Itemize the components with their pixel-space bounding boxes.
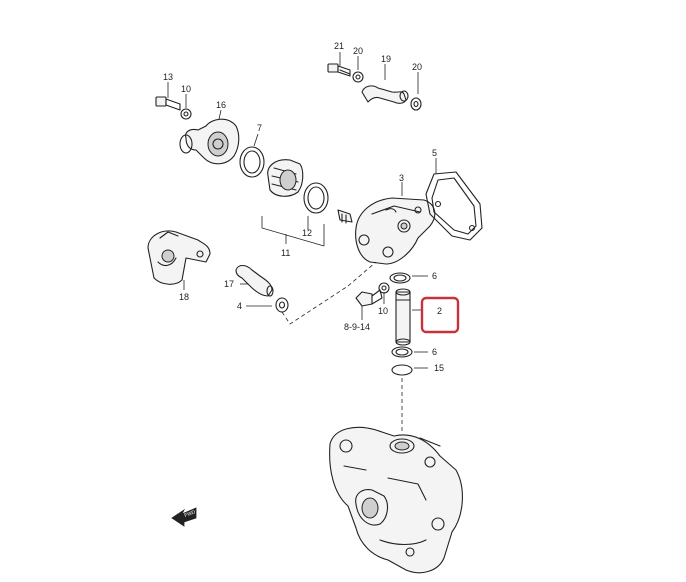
seal-6a [389, 272, 428, 284]
bolt-21 [327, 52, 351, 77]
washer-20b [410, 72, 422, 111]
callout-12: 12 [302, 228, 312, 238]
callout-18: 18 [179, 292, 189, 302]
water-pump-body [329, 426, 463, 574]
callout-8-9-14: 8-9-14 [344, 322, 370, 332]
callout-17: 17 [224, 279, 234, 289]
callout-6-upper: 6 [432, 271, 437, 281]
washer-20a [352, 56, 364, 83]
o-ring-15 [391, 364, 428, 376]
bracket-11-12 [261, 216, 325, 247]
callout-11: 11 [281, 248, 290, 258]
washer-4 [246, 297, 289, 313]
front-direction-arrow-icon: FWD [171, 507, 197, 527]
fwd-label: FWD [184, 509, 197, 519]
callout-6-lower: 6 [432, 347, 437, 357]
bolt-13 [155, 82, 181, 111]
water-pipe-2 [395, 288, 422, 346]
washer-10a [180, 94, 192, 120]
callout-2: 2 [437, 306, 442, 316]
cover-gasket-5 [425, 158, 483, 241]
hose-19 [361, 64, 409, 104]
thermostat-cap-16 [179, 109, 240, 165]
gasket-7 [239, 133, 265, 178]
thermostat-element [267, 159, 304, 197]
callout-20-top-right: 20 [412, 62, 422, 72]
callout-15: 15 [434, 363, 444, 373]
washer-10b [378, 282, 390, 304]
seal-6b [391, 346, 428, 358]
water-outlet-housing-3 [355, 182, 436, 265]
callout-10-top: 10 [181, 84, 191, 94]
highlight-box-part-2 [420, 296, 460, 334]
o-ring-12 [303, 182, 329, 214]
callout-5: 5 [432, 148, 437, 158]
callout-10-centre: 10 [378, 306, 388, 316]
callout-16: 16 [216, 100, 226, 110]
callout-13: 13 [163, 72, 173, 82]
bolt-8-9-14 [355, 289, 383, 320]
callout-21: 21 [334, 41, 344, 51]
callout-19: 19 [381, 54, 391, 64]
bleed-fitting [337, 209, 353, 224]
callout-20-top-left: 20 [353, 46, 363, 56]
bracket-18 [147, 230, 211, 290]
callout-7: 7 [257, 123, 262, 133]
callout-4: 4 [237, 301, 242, 311]
callout-3: 3 [399, 173, 404, 183]
pipe-17 [235, 264, 274, 297]
assembly-line-left [281, 261, 377, 325]
